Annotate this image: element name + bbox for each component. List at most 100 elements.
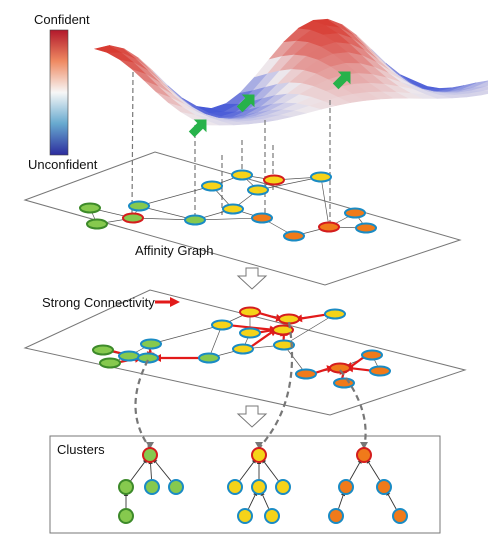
cluster-node	[264, 508, 280, 524]
graph-node	[329, 362, 351, 374]
green-arrow-icon	[188, 119, 207, 138]
graph-node	[198, 352, 220, 364]
cluster-node	[144, 479, 160, 495]
surface-projection-lines	[131, 71, 331, 225]
graph-node	[295, 368, 317, 380]
cluster-link	[339, 369, 367, 449]
cluster-node	[356, 447, 372, 463]
graph-node	[263, 174, 285, 186]
graph-node	[231, 169, 253, 181]
cluster-node	[392, 508, 408, 524]
cluster-edge	[239, 461, 254, 481]
cluster-link-arrowhead	[360, 442, 368, 449]
graph-node	[86, 218, 108, 230]
graph-node	[333, 377, 355, 389]
confidence-surface	[93, 18, 488, 126]
strong-connectivity-legend-arrow	[155, 297, 180, 307]
cluster-node	[237, 508, 253, 524]
strong-connectivity-graph	[92, 306, 391, 389]
graph-node	[251, 212, 273, 224]
colorbar	[49, 29, 69, 156]
graph-edge	[320, 176, 330, 228]
cluster-node	[168, 479, 184, 495]
graph-node	[272, 324, 294, 336]
strong-edge	[229, 324, 271, 331]
graph-node	[369, 365, 391, 377]
graph-edge	[150, 324, 223, 345]
graph-node	[99, 357, 121, 369]
graph-node	[283, 230, 305, 242]
affinity-graph-label: Affinity Graph	[135, 243, 214, 258]
colorbar-gradient	[49, 29, 69, 156]
graph-edge	[194, 217, 263, 221]
cluster-projection-arrows	[134, 321, 368, 449]
graph-edge	[283, 313, 336, 346]
strong-edge	[301, 313, 328, 320]
graph-node	[247, 184, 269, 196]
cluster-node	[376, 479, 392, 495]
cluster-node	[118, 479, 134, 495]
cluster-node	[338, 479, 354, 495]
graph-node	[222, 203, 244, 215]
green-arrow-icon	[332, 71, 351, 90]
cluster-node	[328, 508, 344, 524]
colorbar-bottom-label: Unconfident	[28, 157, 98, 172]
cluster-node	[142, 447, 158, 463]
graph-node	[128, 200, 150, 212]
cluster-node	[227, 479, 243, 495]
graph-node	[310, 171, 332, 183]
strong-edge	[257, 311, 277, 319]
graph-node	[92, 344, 114, 356]
graph-node	[239, 306, 261, 318]
cluster-link	[134, 359, 151, 449]
affinity-graph	[79, 169, 377, 242]
cluster-edge	[349, 462, 360, 481]
cluster-link	[258, 321, 294, 449]
graph-node	[118, 350, 140, 362]
graph-edge	[257, 176, 322, 191]
cluster-edge	[262, 495, 270, 509]
cluster-node	[118, 508, 134, 524]
cluster-trees	[118, 447, 408, 524]
graph-node	[184, 214, 206, 226]
graph-node	[137, 352, 159, 364]
cluster-edge	[248, 494, 256, 509]
graph-node	[239, 327, 261, 339]
cluster-edge	[155, 461, 172, 482]
cluster-edge	[338, 495, 344, 509]
graph-edge	[208, 324, 223, 359]
graph-node	[361, 349, 383, 361]
graph-node	[122, 212, 144, 224]
graph-node	[318, 221, 340, 233]
cluster-edge	[150, 463, 152, 480]
graph-node	[79, 202, 101, 214]
graph-node	[211, 319, 233, 331]
graph-node	[355, 222, 377, 234]
surface-direction-arrows	[188, 71, 351, 138]
graph-node	[201, 180, 223, 192]
cluster-edge	[264, 461, 279, 481]
strong-edge	[351, 355, 366, 367]
strong-edge	[352, 367, 373, 372]
cluster-edge	[130, 461, 145, 481]
surface-patch	[400, 74, 428, 87]
green-arrow-icon	[236, 94, 255, 113]
cluster-node	[251, 479, 267, 495]
graph-edge	[138, 185, 213, 207]
cluster-node	[251, 447, 267, 463]
cluster-link-arrowhead	[255, 442, 263, 449]
cluster-edge	[368, 462, 381, 481]
clusters-label: Clusters	[57, 442, 105, 457]
graph-node	[140, 338, 162, 350]
graph-node	[232, 343, 254, 355]
cluster-node	[275, 479, 291, 495]
transition-arrow-2	[236, 405, 268, 428]
strong-edge	[249, 331, 272, 349]
colorbar-top-label: Confident	[34, 12, 90, 27]
graph-node	[344, 207, 366, 219]
graph-node	[273, 339, 295, 351]
cluster-edge	[387, 494, 397, 510]
graph-node	[324, 308, 346, 320]
strong-connectivity-label: Strong Connectivity	[42, 295, 155, 310]
